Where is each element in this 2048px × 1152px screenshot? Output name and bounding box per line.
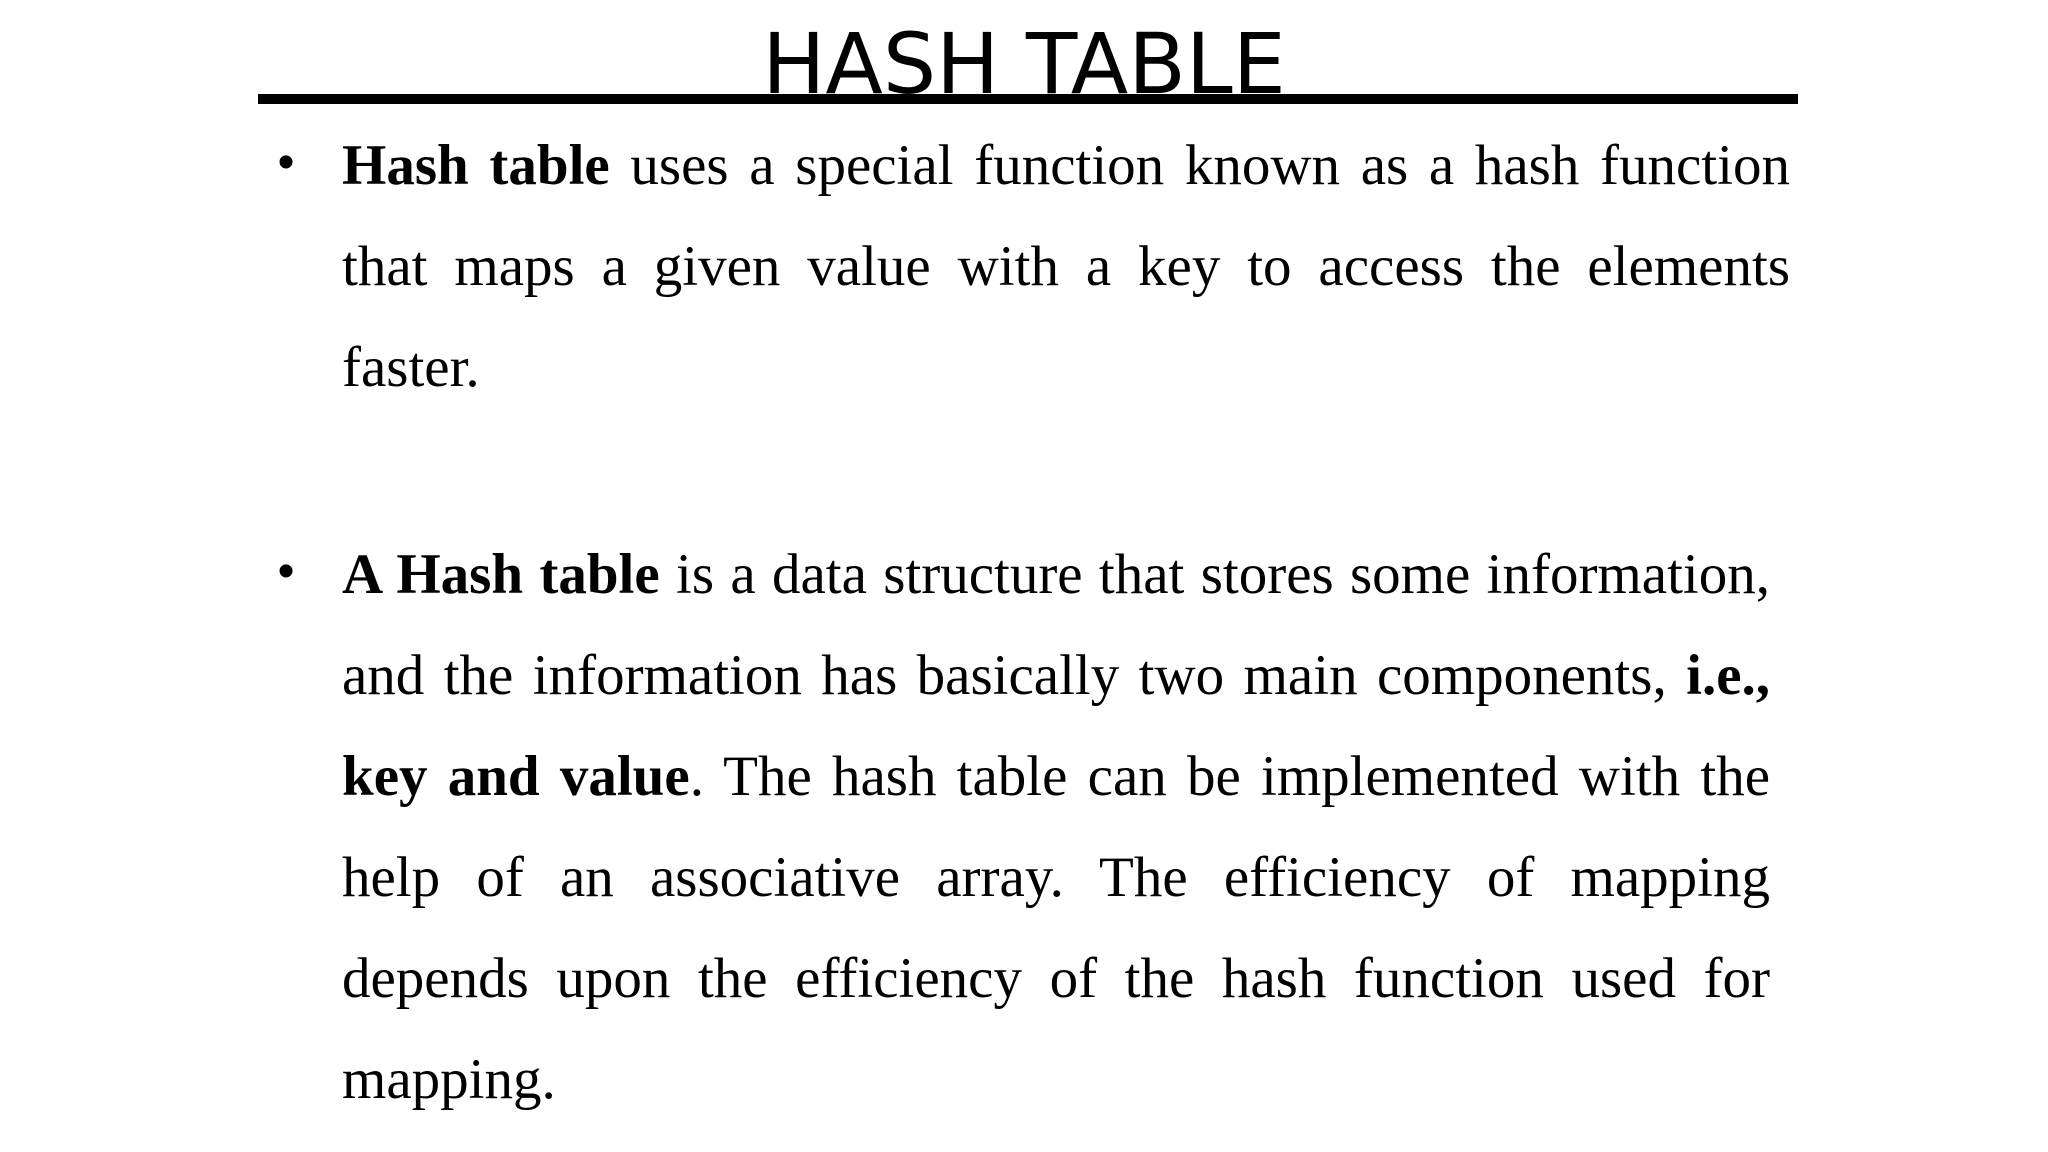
bullet-body-text: uses a special function known as a hash … [342, 134, 1790, 399]
bullet-bold-term: Hash table [342, 134, 610, 197]
bullet-bold-term: A Hash table [342, 543, 660, 606]
bullet-hash-table-structure: A Hash table is a data structure that st… [342, 524, 1770, 1130]
bullet-hash-table-definition: Hash table uses a special function known… [342, 115, 1790, 418]
bullet-point-icon: • [277, 545, 295, 598]
bullet-emphasis-key-value: i.e., key and value [342, 644, 1770, 808]
bullet-body-text: . The hash table can be implemented with… [342, 745, 1770, 1111]
bullet-body-text: is a data structure that stores some inf… [342, 543, 1770, 707]
bullet-point-icon: • [277, 136, 295, 189]
title-underline [258, 94, 1798, 104]
